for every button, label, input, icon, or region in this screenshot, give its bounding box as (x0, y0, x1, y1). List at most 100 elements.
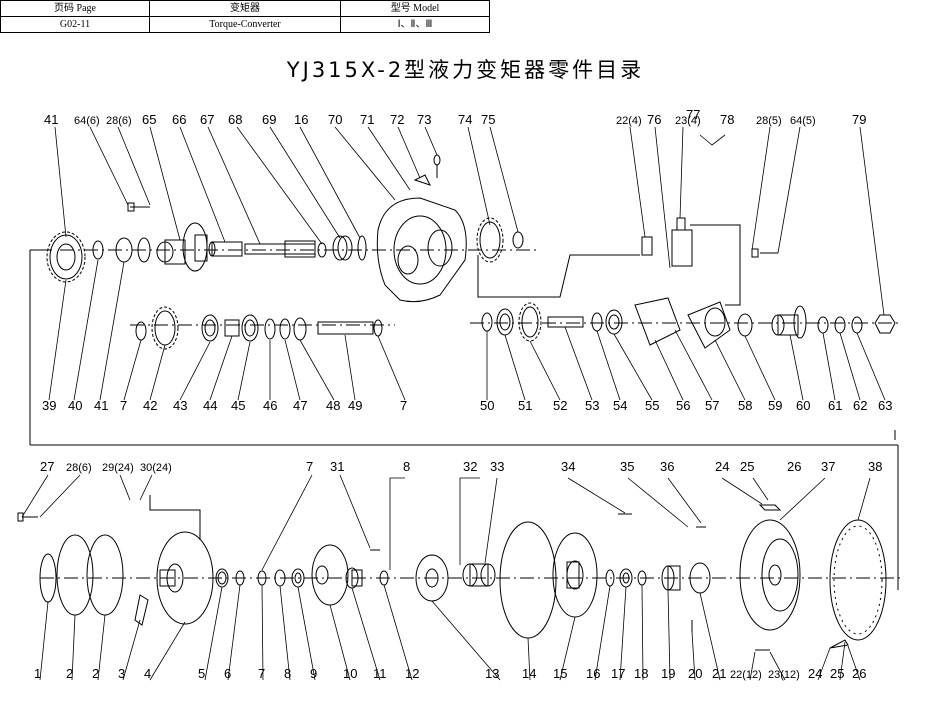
callout-label: 24 (715, 459, 729, 474)
bearing-55 (605, 309, 623, 335)
callout-label: 6 (224, 666, 231, 681)
gear-74 (476, 217, 504, 263)
flexplate-4 (156, 531, 214, 625)
valve-block-77 (671, 217, 693, 267)
nut-79 (874, 314, 896, 334)
bearing-51 (496, 308, 514, 336)
callout-label: 28(6) (66, 462, 92, 474)
shaft-53 (547, 316, 584, 328)
seal-59 (737, 313, 753, 337)
gear-52 (518, 302, 542, 342)
ring-46 (264, 318, 276, 340)
bolt-head (751, 248, 759, 258)
callout-label: 25 (830, 666, 844, 681)
ring-50 (481, 312, 493, 332)
callout-label: 65 (142, 112, 156, 127)
segment-3 (134, 594, 149, 626)
callout-label: 33 (490, 459, 504, 474)
cover-37 (739, 519, 801, 631)
housing-70 (376, 197, 467, 303)
callout-label: 38 (868, 459, 882, 474)
callout-label: 14 (522, 666, 536, 681)
callout-label: 76 (647, 112, 661, 127)
callout-label: 28(5) (756, 115, 782, 127)
ring-63 (851, 316, 863, 334)
callout-label: 7 (400, 398, 407, 413)
callout-label: 17 (611, 666, 625, 681)
callout-label: 30(24) (140, 462, 172, 474)
callout-label: 2 (92, 666, 99, 681)
callout-label: 22(4) (616, 115, 642, 127)
callout-label: 7 (120, 398, 127, 413)
callout-label: 55 (645, 398, 659, 413)
callouts-bottom-lower: 1 2 2 3 4 5 6 7 8 9 10 11 12 13 14 15 16… (34, 666, 866, 681)
callout-label: 51 (518, 398, 532, 413)
tab-26-lower (829, 639, 849, 649)
callouts-top-upper: 41 64(6) 28(6) 65 66 67 68 69 16 70 71 7… (44, 107, 866, 127)
bearing-43 (201, 314, 219, 342)
ring-47 (279, 318, 291, 340)
gear-39 (46, 231, 86, 283)
callout-label: 71 (360, 112, 374, 127)
bolt-head (17, 512, 24, 522)
callout-label: 68 (228, 112, 242, 127)
callout-label: 57 (705, 398, 719, 413)
callout-label: 75 (481, 112, 495, 127)
callout-label: 26 (852, 666, 866, 681)
callout-label: 60 (796, 398, 810, 413)
callouts-bottom-upper: 27 28(6) 29(24) 30(24) 7 31 8 32 33 34 3… (40, 459, 882, 474)
callout-label: 25 (740, 459, 754, 474)
callout-label: 73 (417, 112, 431, 127)
ring-40 (92, 240, 104, 260)
callout-label: 19 (661, 666, 675, 681)
header-table: 页码 Page 变矩器 型号 Model G02-11 Torque-Conve… (0, 0, 490, 33)
callout-label: 1 (34, 666, 41, 681)
callout-label: 21 (712, 666, 726, 681)
connector-line (477, 254, 640, 298)
ring-48 (293, 317, 307, 341)
callout-label: 22(12) (730, 669, 762, 681)
leader-lines (21, 126, 886, 681)
callout-label: 48 (326, 398, 340, 413)
callout-label: 59 (768, 398, 782, 413)
callout-label: 56 (676, 398, 690, 413)
callout-label: 74 (458, 112, 472, 127)
page-title: YJ315X-2型液力变矩器零件目录 (286, 58, 645, 82)
callout-label: 63 (878, 398, 892, 413)
callout-label: 46 (263, 398, 277, 413)
callout-label: 41 (94, 398, 108, 413)
gasket-38 (829, 519, 887, 641)
callouts-top-lower: 39 40 41 7 42 43 44 45 46 47 48 49 7 50 … (42, 398, 892, 413)
callout-label: 18 (634, 666, 648, 681)
callout-label: 61 (828, 398, 842, 413)
callout-label: 32 (463, 459, 477, 474)
callout-label: 23(4) (675, 115, 701, 127)
callout-label: 37 (821, 459, 835, 474)
callout-label: 62 (853, 398, 867, 413)
callout-label: 5 (198, 666, 205, 681)
sleeve-66 (208, 241, 243, 257)
callout-label: 47 (293, 398, 307, 413)
callout-label: 79 (852, 112, 866, 127)
callout-label: 52 (553, 398, 567, 413)
ring-part (137, 237, 151, 263)
callout-label: 26 (787, 459, 801, 474)
callout-label: 7 (306, 459, 313, 474)
washer-62 (834, 316, 846, 334)
callout-label: 7 (258, 666, 265, 681)
page-value: G02-11 (0, 16, 150, 33)
callout-label: 3 (118, 666, 125, 681)
callout-label: 78 (720, 112, 734, 127)
callout-label: 69 (262, 112, 276, 127)
connector-line (690, 224, 741, 306)
callout-label: 53 (585, 398, 599, 413)
flange-60 (771, 305, 807, 339)
callout-label: 43 (173, 398, 187, 413)
callout-label: 42 (143, 398, 157, 413)
callout-label: 36 (660, 459, 674, 474)
bearing-45 (241, 314, 259, 342)
snap-ring-7 (373, 319, 383, 337)
callout-label: 66 (172, 112, 186, 127)
shaft-49 (317, 321, 374, 335)
